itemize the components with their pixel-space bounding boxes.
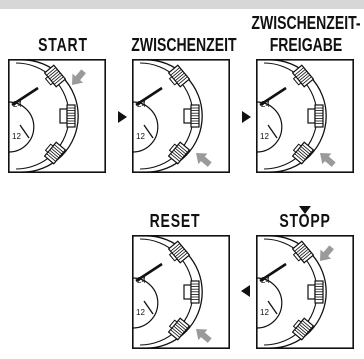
step-title-freigabe-line1: ZWISCHENZEIT-: [251, 13, 361, 33]
stopwatch-diagram: 24 12: [8, 59, 106, 173]
step-panel-reset: 24 12: [132, 235, 230, 349]
subdial-label-24: 24: [261, 100, 270, 109]
arrow-left-icon: [241, 285, 250, 297]
subdial-hand: [19, 124, 30, 139]
stopwatch-diagram: 24 12: [256, 59, 354, 173]
subdial-label-12: 12: [260, 132, 269, 141]
subdial: [132, 101, 159, 153]
subdial-label-12: 12: [136, 132, 145, 141]
crown-icon: [307, 280, 324, 304]
subdial-label-24: 24: [261, 276, 270, 285]
subdial-hand: [143, 124, 154, 139]
step-title-start: START: [38, 35, 88, 55]
chrono-hand: [135, 86, 163, 107]
top-pusher-icon: [167, 240, 191, 264]
chrono-hand: [135, 262, 163, 283]
header-bar: [0, 0, 364, 9]
subdial-label-24: 24: [137, 276, 146, 285]
stopwatch-diagram: 24 12: [132, 235, 230, 349]
press-arrow-icon: [196, 153, 212, 167]
subdial-label-24: 24: [13, 100, 22, 109]
subdial: [256, 101, 283, 153]
bottom-pusher-icon: [291, 141, 315, 165]
crown-icon: [307, 104, 324, 128]
arrow-right-icon: [118, 111, 127, 123]
subdial-label-12: 12: [12, 132, 21, 141]
step-title-freigabe-line2: FREIGABE: [269, 35, 343, 55]
top-pusher-icon: [291, 240, 315, 264]
subdial: [132, 277, 159, 329]
watch-case: [21, 59, 79, 173]
watch-case: [145, 59, 203, 173]
chrono-hand: [259, 86, 287, 107]
top-pusher-icon: [291, 64, 315, 88]
subdial-label-12: 12: [260, 308, 269, 317]
top-pusher-icon: [43, 64, 67, 88]
watch-case: [269, 59, 327, 173]
subdial: [256, 277, 283, 329]
arrow-right-icon: [242, 111, 251, 123]
watch-case: [145, 235, 203, 349]
crown-icon: [183, 104, 200, 128]
step-title-zwischenzeit: ZWISCHENZEIT: [131, 35, 237, 55]
bottom-pusher-icon: [291, 317, 315, 341]
chrono-hand: [11, 86, 39, 107]
subdial-hand: [267, 124, 278, 139]
step-title-stopp: STOPP: [279, 211, 331, 231]
subdial-hand: [267, 300, 278, 315]
subdial-hand: [143, 300, 154, 315]
watch-case: [269, 235, 327, 349]
press-arrow-icon: [320, 153, 336, 167]
step-panel-freigabe: 24 12: [256, 59, 354, 173]
bottom-pusher-icon: [167, 317, 191, 341]
crown-icon: [59, 104, 76, 128]
chrono-hand: [259, 262, 287, 283]
subdial: [8, 101, 35, 153]
press-arrow-icon: [196, 329, 212, 343]
step-title-reset: RESET: [149, 211, 201, 231]
stopwatch-diagram: 24 12: [256, 235, 354, 349]
step-panel-stopp: 24 12: [256, 235, 354, 349]
step-panel-zwischenzeit: 24 12: [132, 59, 230, 173]
crown-icon: [183, 280, 200, 304]
step-panel-start: 24 12: [8, 59, 106, 173]
press-arrow-icon: [320, 245, 334, 261]
subdial-label-24: 24: [137, 100, 146, 109]
press-arrow-icon: [72, 69, 86, 85]
top-pusher-icon: [167, 64, 191, 88]
stopwatch-diagram: 24 12: [132, 59, 230, 173]
subdial-label-12: 12: [136, 308, 145, 317]
bottom-pusher-icon: [167, 141, 191, 165]
bottom-pusher-icon: [43, 141, 67, 165]
